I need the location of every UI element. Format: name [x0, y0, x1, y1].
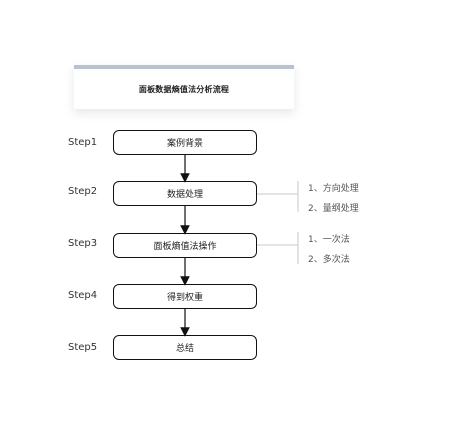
flow-title: 面板数据熵值法分析流程 — [74, 65, 294, 109]
step-box-entropy-operation: 面板熵值法操作 — [113, 233, 257, 258]
step-box-case-background: 案例背景 — [113, 130, 257, 155]
branch-direction-processing: 1、方向处理 — [308, 184, 359, 194]
branch-multiple-method: 2、多次法 — [308, 255, 350, 265]
branch-single-method: 1、一次法 — [308, 235, 350, 245]
step-label-1: Step1 — [68, 137, 98, 148]
branch-dimension-processing: 2、量纲处理 — [308, 204, 359, 214]
step-box-data-processing: 数据处理 — [113, 181, 257, 206]
step-box-get-weights: 得到权重 — [113, 284, 257, 309]
step-label-5: Step5 — [68, 342, 98, 353]
step-label-4: Step4 — [68, 290, 98, 301]
step-label-2: Step2 — [68, 186, 98, 197]
step-label-3: Step3 — [68, 238, 98, 249]
step-box-summary: 总结 — [113, 335, 257, 360]
